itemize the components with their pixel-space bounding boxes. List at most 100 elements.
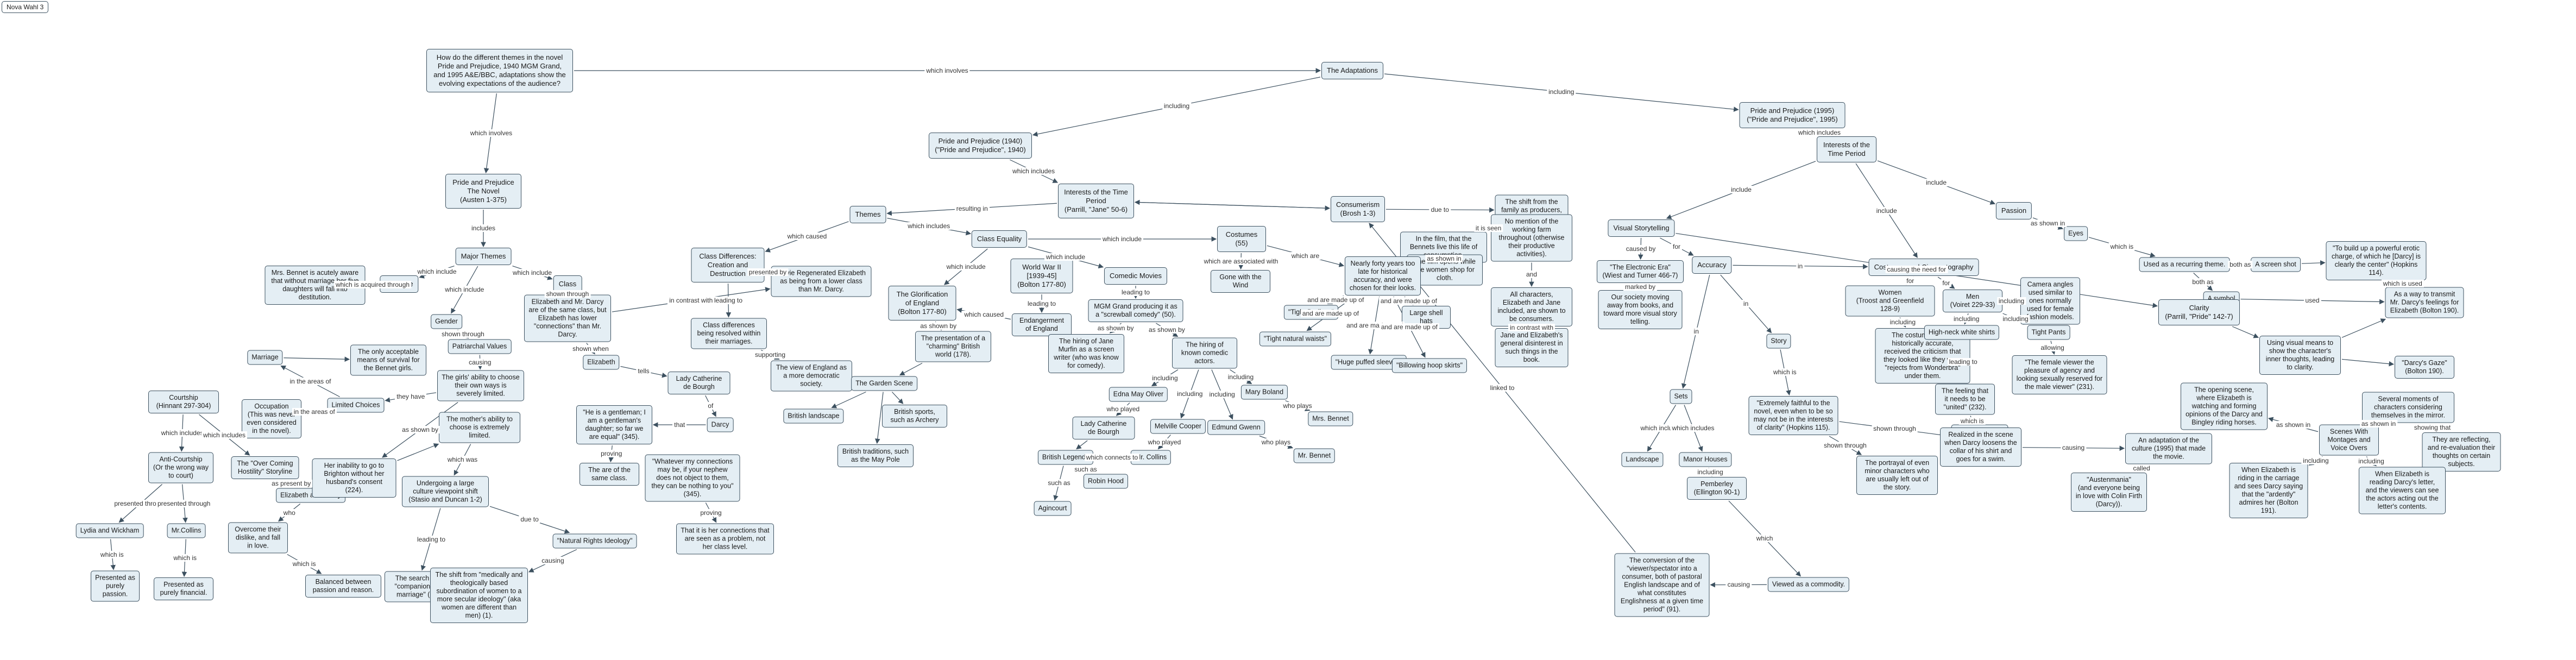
concept-node-accuracy[interactable]: Accuracy — [1692, 256, 1732, 274]
concept-node-asaway[interactable]: As a way to transmit Mr. Darcy's feeling… — [2385, 287, 2464, 318]
concept-node-usingvisual[interactable]: Using visual means to show the character… — [2259, 336, 2341, 375]
concept-node-society[interactable]: Our society moving away from books, and … — [1598, 290, 1683, 329]
concept-node-q[interactable]: How do the different themes in the novel… — [426, 49, 573, 92]
concept-node-feeling[interactable]: The feeling that it needs to be "united"… — [1935, 384, 1995, 415]
concept-node-screenshot[interactable]: A screen shot — [2251, 257, 2301, 272]
concept-node-courtship[interactable]: Courtship (Hinnant 297-304) — [148, 391, 219, 413]
concept-node-ww2[interactable]: World War II [1939-45] (Bolton 177-80) — [1010, 259, 1073, 293]
concept-node-patriarchal[interactable]: Patriarchal Values — [448, 339, 512, 354]
concept-node-consumerism[interactable]: Consumerism (Brosh 1-3) — [1331, 196, 1385, 222]
concept-node-classequality[interactable]: Class Equality — [971, 230, 1028, 248]
concept-node-sameclass[interactable]: The are of the same class. — [580, 463, 639, 486]
concept-node-scenes[interactable]: Scenes With Montages and Voice Overs — [2319, 424, 2379, 456]
concept-node-robinhood[interactable]: Robin Hood — [1083, 474, 1129, 489]
concept-node-pp1995[interactable]: Pride and Prejudice (1995) ("Pride and P… — [1739, 102, 1846, 128]
concept-node-mothersability[interactable]: The mother's ability to choose is extrem… — [439, 412, 520, 443]
concept-node-ednamay[interactable]: Edna May Oliver — [1109, 387, 1168, 402]
concept-node-billowing[interactable]: "Billowing hoop skirts" — [1391, 358, 1467, 373]
concept-node-adapt[interactable]: The Adaptations — [1321, 62, 1383, 79]
concept-node-allchars[interactable]: All characters, Elizabeth and Jane inclu… — [1491, 287, 1572, 326]
concept-node-ladycath[interactable]: Lady Catherine de Bourgh — [667, 372, 730, 394]
concept-node-austenmania[interactable]: "Austenmania" (and everyone being in lov… — [2071, 473, 2147, 512]
concept-node-conversion[interactable]: The conversion of the "viewer/spectator … — [1614, 553, 1710, 617]
concept-node-theyarereflecting[interactable]: They are reflecting, and re-evaluation t… — [2422, 432, 2501, 472]
concept-node-darcysgaze[interactable]: "Darcy's Gaze" (Bolton 190). — [2395, 356, 2454, 379]
concept-node-naturalrights[interactable]: "Natural Rights Ideology" — [552, 533, 637, 549]
concept-node-landscape[interactable]: Landscape — [1621, 452, 1664, 467]
concept-node-gender[interactable]: Gender — [431, 314, 462, 329]
concept-node-visual[interactable]: Visual Storytelling — [1608, 219, 1675, 237]
concept-node-costumeswhile[interactable]: The costumes, while historically accurat… — [1875, 328, 1970, 384]
concept-node-novel[interactable]: Pride and Prejudice The Novel (Austen 1-… — [445, 174, 521, 209]
concept-node-story[interactable]: Story — [1766, 334, 1791, 349]
concept-node-heisgentleman[interactable]: "He is a gentleman; I am a gentleman's d… — [576, 405, 652, 444]
concept-node-costumes40[interactable]: Costumes (55) — [1217, 226, 1266, 252]
concept-node-britishlegends[interactable]: British Legends — [1037, 450, 1094, 465]
concept-node-men[interactable]: Men (Voiret 229-33) — [1943, 290, 2002, 312]
concept-node-majorthemes[interactable]: Major Themes — [455, 248, 512, 265]
concept-node-recurring[interactable]: Used as a recurring theme. — [2139, 257, 2230, 272]
concept-node-mrcollins1[interactable]: Mr.Collins — [167, 523, 206, 538]
concept-node-herconnections[interactable]: That it is her connections that are seen… — [676, 523, 774, 555]
concept-node-inability[interactable]: Her inability to go to Brighton without … — [312, 458, 396, 498]
concept-node-financial[interactable]: Presented as purely financial. — [154, 577, 213, 600]
concept-node-onlyacceptable[interactable]: The only acceptable means of survival fo… — [350, 344, 426, 376]
concept-node-interests40[interactable]: Interests of the Time Period (Parrill, "… — [1058, 184, 1134, 218]
concept-node-eyes[interactable]: Eyes — [2064, 226, 2088, 241]
concept-node-britishtrad[interactable]: British traditions, such as the May Pole — [837, 444, 914, 467]
concept-node-sets[interactable]: Sets — [1670, 389, 1692, 404]
concept-node-viewengland[interactable]: The view of England as a more democratic… — [771, 360, 852, 392]
concept-node-britishlandscape[interactable]: British landscape — [783, 408, 844, 424]
concept-node-huxley[interactable]: The hiring of Jane Murfin as a screen wr… — [1048, 334, 1124, 373]
concept-node-women[interactable]: Women (Troost and Greenfield 128-9) — [1845, 285, 1935, 317]
concept-node-highneck[interactable]: High-neck white shirts — [1924, 325, 2000, 340]
concept-node-whatever[interactable]: "Whatever my connections may be, if your… — [645, 454, 740, 502]
concept-node-tobuildup[interactable]: "To build up a powerful erotic charge, o… — [2326, 241, 2427, 280]
concept-node-gonewind[interactable]: Gone with the Wind — [1211, 270, 1270, 293]
concept-node-classresolved[interactable]: Class differences being resolved within … — [691, 318, 767, 349]
concept-node-mgm[interactable]: MGM Grand producing it as a "screwball c… — [1088, 299, 1183, 322]
concept-node-limitedchoices[interactable]: Limited Choices — [327, 398, 385, 413]
concept-node-class[interactable]: Class — [553, 275, 582, 293]
concept-node-overcoming[interactable]: The "Over Coming Hostility" Storyline — [231, 456, 299, 479]
concept-node-passion[interactable]: Passion — [1995, 202, 2032, 219]
concept-node-comedic[interactable]: Comedic Movies — [1104, 267, 1168, 285]
concept-node-tightpants[interactable]: Tight Pants — [2027, 325, 2070, 340]
concept-node-interests95[interactable]: Interests of the Time Period — [1817, 136, 1876, 162]
concept-node-nearly40[interactable]: Nearly forty years too late for historic… — [1345, 256, 1421, 296]
concept-node-elizabeth[interactable]: Elizabeth — [583, 355, 620, 370]
concept-node-classdiff[interactable]: Class Differences: Creation and Destruct… — [691, 248, 765, 282]
concept-node-overcomethem[interactable]: Overcome their dislike, and fall in love… — [228, 522, 288, 554]
concept-node-janeeliz[interactable]: Jane and Elizabeth's general disinterest… — [1495, 328, 1569, 367]
concept-node-girlsability[interactable]: The girls' ability to choose their own w… — [437, 370, 524, 401]
concept-node-themes[interactable]: Themes — [849, 206, 886, 223]
concept-node-marybolland[interactable]: Mary Boland — [1240, 385, 1288, 400]
concept-node-cameraangles[interactable]: Camera angles used similar to ones norma… — [2020, 277, 2080, 325]
concept-node-realized[interactable]: Realized in the scene when Darcy loosens… — [1940, 428, 2021, 467]
concept-node-darcy[interactable]: Darcy — [707, 417, 734, 432]
concept-node-severalmoments[interactable]: Several moments of characters considerin… — [2362, 392, 2454, 423]
concept-node-manorhouses[interactable]: Manor Houses — [1679, 452, 1732, 467]
concept-node-pemberley[interactable]: Pemberley (Ellington 90-1) — [1687, 477, 1747, 500]
concept-node-medically[interactable]: The shift from "medically and theologica… — [430, 568, 528, 623]
concept-node-mrbennet[interactable]: Mr. Bennet — [1293, 448, 1336, 463]
concept-node-presentation[interactable]: The presentation of a "charming" British… — [915, 331, 991, 362]
concept-node-gardenscene[interactable]: The Garden Scene — [851, 376, 917, 391]
concept-node-culture[interactable]: Undergoing a large culture viewpoint shi… — [402, 476, 489, 507]
concept-node-tightwaists[interactable]: "Tight natural waists" — [1259, 331, 1332, 347]
concept-node-femaleviewer[interactable]: "The female viewer the pleasure of agenc… — [2012, 355, 2107, 394]
concept-node-nomention[interactable]: No mention of the working farm throughou… — [1491, 214, 1572, 262]
concept-node-ladycath2[interactable]: Lady Catherine de Bourgh — [1072, 417, 1135, 439]
concept-node-passion1[interactable]: Presented as purely passion. — [91, 570, 140, 602]
concept-node-whenelizriding[interactable]: When Elizabeth is riding in the carriage… — [2229, 463, 2308, 518]
concept-node-portrayal[interactable]: The portrayal of even minor characters w… — [1856, 456, 1938, 495]
concept-node-melville[interactable]: Melville Cooper — [1150, 419, 1206, 434]
concept-node-electronic[interactable]: "The Electronic Era" (Wiest and Turner 4… — [1597, 260, 1684, 283]
concept-node-pp1940[interactable]: Pride and Prejudice (1940) ("Pride and P… — [929, 133, 1032, 159]
concept-node-edmund[interactable]: Edmund Gwenn — [1207, 420, 1265, 435]
concept-node-anticourtship[interactable]: Anti-Courtship (Or the wrong way to cour… — [148, 452, 213, 483]
concept-node-glorification[interactable]: The Glorification of England (Bolton 177… — [888, 286, 956, 320]
concept-node-hiringknown[interactable]: The hiring of known comedic actors. — [1172, 337, 1237, 369]
concept-node-occupation[interactable]: Occupation (This was never even consider… — [242, 399, 301, 438]
concept-node-extremely[interactable]: "Extremely faithful to the novel, even w… — [1748, 396, 1838, 435]
